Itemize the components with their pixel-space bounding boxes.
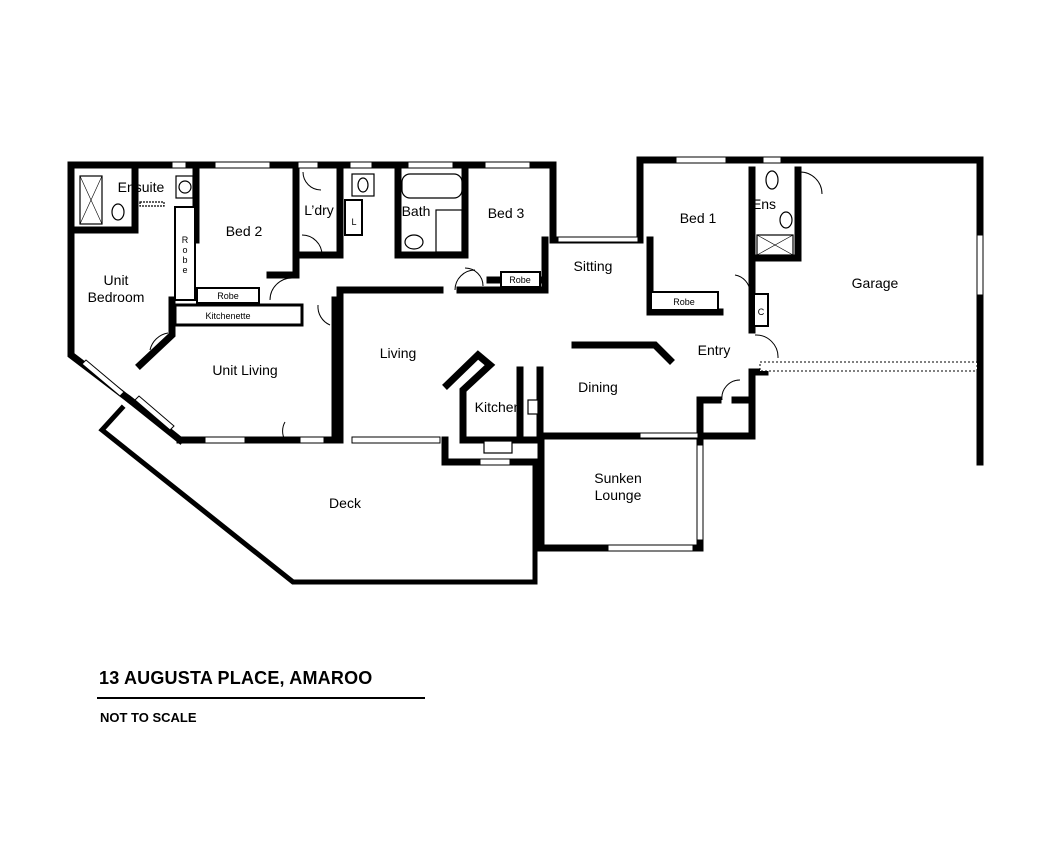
robe-unit-letter-3: b — [182, 255, 187, 265]
room-bath: Bath — [402, 203, 431, 219]
linen-ldry-label: L — [351, 217, 356, 227]
ensuite-toilet — [111, 203, 125, 221]
room-dining: Dining — [578, 379, 618, 395]
robe-unit-letter-4: e — [182, 265, 187, 275]
bath-basin — [404, 234, 424, 250]
kitchenette-label: Kitchenette — [205, 311, 250, 321]
ens-basin — [779, 211, 793, 229]
room-deck: Deck — [329, 495, 362, 511]
room-labels: Ensuite Bed 2 L’dry Bath Bed 3 Bed 1 Ens… — [88, 179, 899, 511]
room-sitting: Sitting — [574, 258, 613, 274]
interior-walls — [71, 166, 802, 444]
windows — [81, 156, 984, 552]
robe-unit-letter-2: o — [182, 245, 187, 255]
title-underline — [97, 697, 425, 699]
cupboard-entry-box — [753, 293, 769, 327]
room-unit-bedroom-line1: Unit — [104, 272, 129, 288]
plan-title: 13 AUGUSTA PLACE, AMAROO — [99, 668, 373, 688]
room-garage: Garage — [852, 275, 899, 291]
room-entry: Entry — [698, 342, 731, 358]
room-ensuite: Ensuite — [118, 179, 165, 195]
robe-bed3-label: Robe — [509, 275, 531, 285]
room-ldry: L’dry — [304, 202, 334, 218]
room-unit-living: Unit Living — [212, 362, 277, 378]
robe-bed2-label: Robe — [217, 291, 239, 301]
robe-unit-letter-1: R — [182, 235, 189, 245]
bath-tub — [401, 173, 463, 199]
room-bed3: Bed 3 — [488, 205, 525, 221]
room-sunken-lounge-line1: Sunken — [594, 470, 641, 486]
exterior-walls — [67, 156, 984, 552]
room-kitchen: Kitchen — [475, 399, 522, 415]
room-ens: Ens — [752, 196, 776, 212]
kitchen-sink — [483, 440, 513, 454]
bath-shower — [435, 209, 463, 253]
robe-unit-box — [174, 206, 196, 301]
room-sunken-lounge-line2: Lounge — [595, 487, 642, 503]
room-unit-bedroom-line2: Bedroom — [88, 289, 145, 305]
robe-bed1-box — [650, 291, 719, 311]
room-bed2: Bed 2 — [226, 223, 263, 239]
cupboard-entry-label: C — [758, 307, 765, 317]
scale-note: NOT TO SCALE — [100, 710, 197, 725]
linen-ldry-box — [344, 199, 363, 236]
fixtures — [79, 170, 794, 454]
doors — [149, 171, 823, 441]
ens-toilet — [765, 170, 779, 190]
kitchenette-box — [173, 303, 304, 327]
robe-bed3-box — [500, 271, 541, 288]
robe-bed1-label: Robe — [673, 297, 695, 307]
ldry-toilet — [357, 177, 369, 193]
room-bed1: Bed 1 — [680, 210, 717, 226]
deck-outline — [98, 404, 538, 585]
joinery: R o b e Robe Kitchenette Robe Robe L C — [173, 199, 769, 327]
room-living: Living — [380, 345, 417, 361]
robe-bed2-box — [196, 287, 260, 304]
